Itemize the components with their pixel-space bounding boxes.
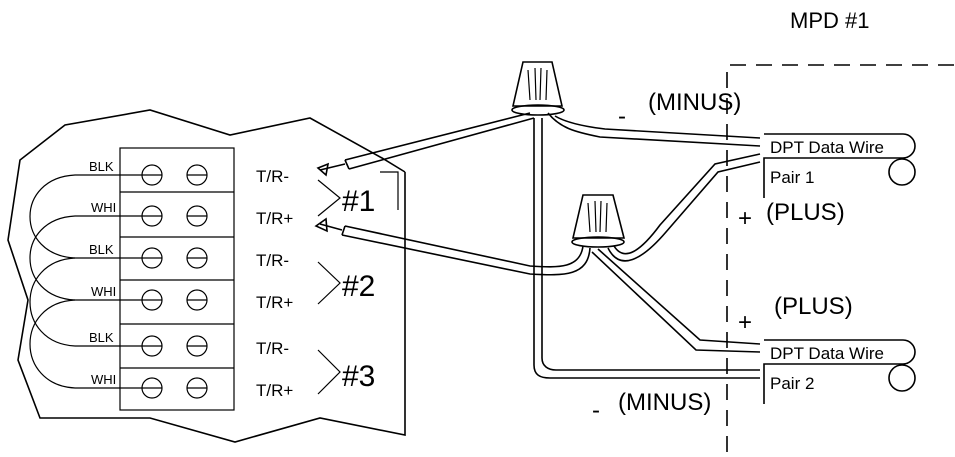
terminal-label: T/R+ <box>256 381 293 400</box>
screw-icon <box>186 289 208 311</box>
terminal-label: T/R+ <box>256 209 293 228</box>
dpt-pair2-title: DPT Data Wire <box>770 344 884 363</box>
terminal-label: T/R- <box>256 167 289 186</box>
group-label: #3 <box>342 360 375 393</box>
wire-color-label: BLK <box>89 159 114 174</box>
plus-label-top: (PLUS) <box>766 199 845 226</box>
screw-icon <box>186 247 208 269</box>
terminal-label: T/R- <box>256 339 289 358</box>
screw-icon <box>186 377 208 399</box>
terminal-label: T/R+ <box>256 293 293 312</box>
screw-icon <box>186 164 208 186</box>
screw-icon <box>186 205 208 227</box>
mpd-enclosure-outline <box>726 64 955 452</box>
mpd-label: MPD #1 <box>790 8 869 33</box>
dpt-pair2-subtitle: Pair 2 <box>770 374 814 393</box>
wire-color-label: BLK <box>89 242 114 257</box>
panel-outline <box>7 109 406 443</box>
screw-icon <box>141 289 163 311</box>
group-brackets <box>317 171 399 395</box>
screw-icon <box>141 205 163 227</box>
screw-icon <box>141 247 163 269</box>
minus-label-bottom: (MINUS) <box>618 389 711 416</box>
plus-label-bottom: (PLUS) <box>774 293 853 320</box>
dpt-pair1-title: DPT Data Wire <box>770 138 884 157</box>
screw-icon <box>186 335 208 357</box>
dpt-pair2-box <box>763 339 916 404</box>
plus-sign-top: + <box>738 205 752 232</box>
terminal-label: T/R- <box>256 251 289 270</box>
wire-nut-icon <box>571 194 626 248</box>
terminal-block <box>119 147 235 411</box>
cable-runs <box>314 112 761 379</box>
screw-icon <box>141 335 163 357</box>
terminal-screws <box>141 164 208 399</box>
dpt-pair1-subtitle: Pair 1 <box>770 168 814 187</box>
group-label: #2 <box>342 270 375 303</box>
group-label: #1 <box>342 185 375 218</box>
wire-color-label: WHI <box>91 200 116 215</box>
plus-sign-bottom: + <box>738 309 752 336</box>
minus-sign-top: - <box>618 103 626 130</box>
jumper-wires <box>29 174 142 389</box>
dpt-pair1-box <box>763 133 916 198</box>
wire-nut-icon <box>511 61 565 116</box>
minus-label-top: (MINUS) <box>648 89 741 116</box>
screw-icon <box>141 377 163 399</box>
wire-color-label: WHI <box>91 284 116 299</box>
wire-color-label: BLK <box>89 330 114 345</box>
wire-color-label: WHI <box>91 372 116 387</box>
screw-icon <box>141 164 163 186</box>
minus-sign-bottom: - <box>592 397 600 424</box>
